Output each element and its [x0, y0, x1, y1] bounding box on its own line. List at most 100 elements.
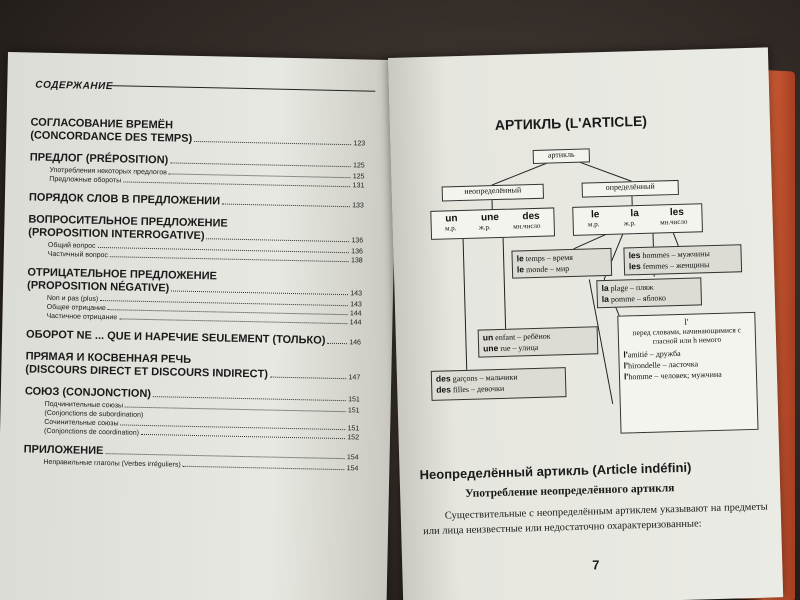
toc-page-number: 125 [352, 173, 365, 181]
root-box: артикль [532, 148, 590, 164]
article-form: la [630, 208, 639, 220]
example-line: le monde – мир [517, 262, 607, 276]
toc-page-number: 125 [352, 162, 365, 170]
example-article: les [628, 250, 641, 261]
example-article: les [628, 261, 641, 272]
article-form: des [522, 210, 540, 223]
toc-page-number: 143 [350, 290, 363, 298]
gender-label: м.р. [587, 220, 600, 229]
toc-page-number: 138 [350, 257, 363, 265]
toc-section: ОТРИЦАТЕЛЬНОЕ ПРЕДЛОЖЕНИЕ(PROPOSITION NÉ… [26, 266, 362, 327]
table-of-contents: СОГЛАСОВАНИЕ ВРЕМЁН(CONCORDANCE DES TEMP… [23, 116, 366, 481]
toc-section-title: ПОРЯДОК СЛОВ В ПРЕДЛОЖЕНИИ [28, 191, 221, 208]
toc-section-row: ПОРЯДОК СЛОВ В ПРЕДЛОЖЕНИИ 133 [29, 191, 364, 212]
toc-leader [123, 181, 351, 188]
example-line: les femmes – женщины [629, 258, 737, 272]
toc-section: ВОПРОСИТЕЛЬНОЕ ПРЕДЛОЖЕНИЕ(PROPOSITION I… [28, 213, 364, 265]
elision-note: перед словами, начинающимися с гласной и… [632, 325, 742, 346]
toc-subentry-label: Неправильные глаголы (Verbes irréguliers… [43, 458, 181, 469]
toc-subentry-label: Частичное отрицание [46, 312, 118, 322]
toc-section-row: ОБОРОТ NE ... QUE И НАРЕЧИЕ SEULEMENT (Т… [26, 328, 361, 349]
toc-page-number: 131 [352, 182, 365, 190]
example-text: plage – пляж [608, 282, 654, 293]
toc-page-number: 133 [352, 202, 364, 210]
toc-page-number: 143 [350, 301, 362, 309]
definite-label: определённый [605, 181, 655, 192]
toc-page-number: 147 [348, 374, 361, 382]
article-diagram: артикль неопределённый определённый un un… [421, 140, 759, 459]
toc-page-number: 136 [351, 248, 363, 256]
toc-subentry-label: (Conjonctions de coordination) [43, 427, 140, 437]
gender-label: ж.р. [623, 219, 636, 228]
left-page: СОДЕРЖАНИЕ СОГЛАСОВАНИЕ ВРЕМЁН(CONCORDAN… [0, 52, 398, 600]
article-form: le [590, 209, 600, 221]
example-article: des [435, 373, 451, 384]
right-page: АРТИКЛЬ (L'ARTICLE) артикль [388, 47, 784, 600]
toc-page-number: 151 [347, 425, 360, 433]
toc-leader [171, 290, 349, 296]
toc-leader [182, 465, 345, 471]
toc-page-number: 151 [348, 396, 360, 404]
example-text: temps – время [523, 252, 574, 264]
toc-leader [269, 376, 347, 380]
page-title: АРТИКЛЬ (L'ARTICLE) [494, 112, 648, 134]
toc-page-number: 154 [346, 454, 359, 462]
toc-page-number: 144 [349, 319, 362, 327]
toc-section: ПОРЯДОК СЛОВ В ПРЕДЛОЖЕНИИ 133 [29, 191, 364, 212]
toc-section: ОБОРОТ NE ... QUE И НАРЕЧИЕ SEULEMENT (Т… [26, 328, 361, 349]
root-label: артикль [547, 149, 575, 160]
elision-box: l' перед словами, начинающимися с гласно… [617, 311, 759, 434]
article-form: un [445, 213, 458, 225]
example-text: homme – человек; мужчина [628, 369, 722, 382]
indefinite-label: неопределённый [464, 185, 522, 196]
toc-section-title: ОБОРОТ NE ... QUE И НАРЕЧИЕ SEULEMENT (Т… [25, 328, 326, 347]
toc-section: СОГЛАСОВАНИЕ ВРЕМЁН(CONCORDANCE DES TEMP… [30, 116, 365, 150]
toc-page-number: 144 [349, 310, 362, 318]
toc-subentry-label: Частичный вопрос [47, 250, 109, 260]
example-text: rue – улица [498, 342, 539, 354]
toc-section: ПРЯМАЯ И КОСВЕННАЯ РЕЧЬ(DISCOURS DIRECT … [25, 350, 360, 384]
example-text: garçons – мальчики [450, 372, 518, 384]
toc-page-number: 154 [346, 465, 359, 473]
indefinite-box: неопределённый [441, 183, 544, 202]
gender-label: мн.число [660, 217, 688, 227]
example-text: amitié – дружба [627, 348, 681, 360]
toc-leader [105, 453, 345, 460]
example-line: l'homme – человек; мужчина [624, 368, 752, 383]
article-form: une [480, 211, 500, 224]
toc-leader [170, 162, 351, 168]
definite-box: определённый [581, 179, 679, 198]
toc-leader [194, 140, 352, 146]
toc-leader [221, 203, 351, 208]
toc-leader [140, 433, 346, 440]
toc-section-title: ПРИЛОЖЕНИЕ [23, 443, 104, 458]
toc-page-number: 146 [349, 339, 362, 347]
toc-page-number: 151 [347, 407, 360, 415]
toc-subentry-label: Предложные обороты [49, 175, 122, 185]
example-text: femmes – женщины [640, 260, 710, 272]
toc-title: СОДЕРЖАНИЕ [35, 79, 114, 93]
page-number: 7 [592, 557, 600, 573]
example-article: une [483, 343, 499, 354]
example-text: pomme – яблоко [608, 293, 667, 304]
example-line: la pomme – яблоко [602, 291, 697, 305]
gender-label: м.р. [444, 224, 457, 233]
gender-label: ж.р. [478, 223, 491, 232]
example-line: une rue – улица [483, 340, 593, 354]
section-title: Неопределённый артикль (Article indéfini… [419, 459, 692, 483]
example-text: enfant – ребёнок [493, 331, 551, 343]
header-rule [107, 85, 376, 92]
toc-section-title: СОЮЗ (CONJONCTION) [24, 385, 152, 401]
example-text: monde – мир [523, 264, 570, 275]
body-paragraph: Существительные с неопределённым артикле… [423, 501, 768, 538]
